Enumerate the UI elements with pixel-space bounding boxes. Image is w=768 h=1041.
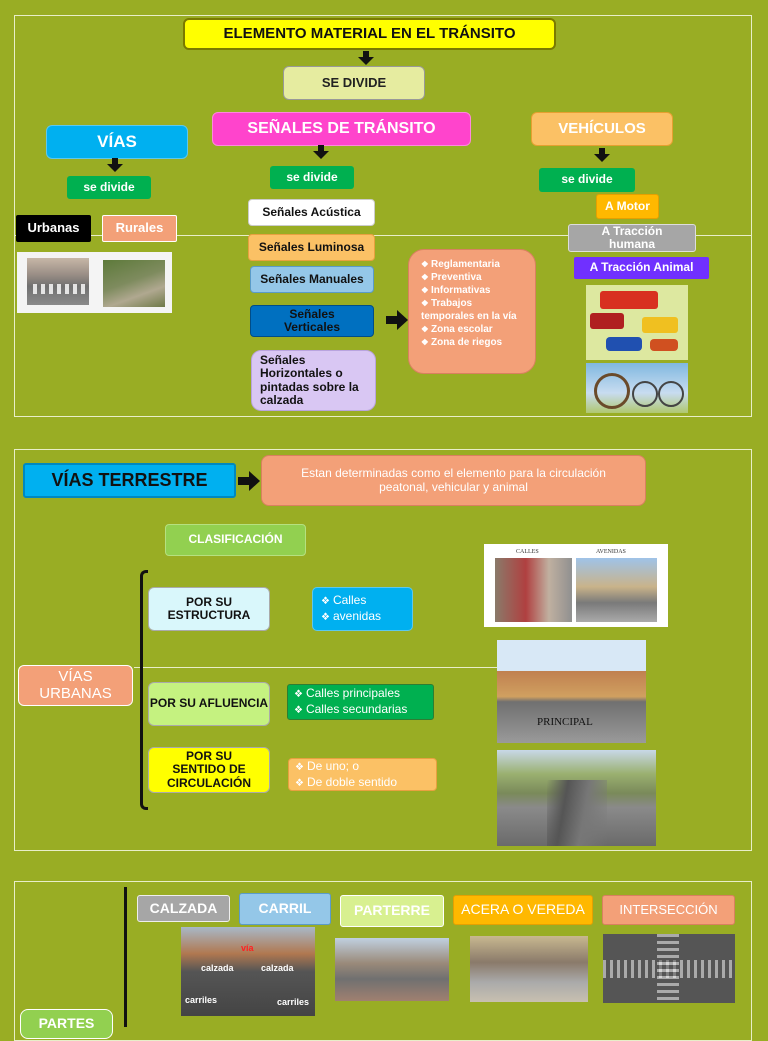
sentido-list: De uno; o De doble sentido [295, 759, 397, 791]
list-item: Informativas [421, 284, 527, 297]
vias-se-divide: se divide [67, 176, 151, 199]
a-traccion-animal-box: A Tracción Animal [574, 257, 709, 279]
definition-box: Estan determinadas como el elemento para… [261, 455, 646, 506]
senal-verticales-box: Señales Verticales [250, 305, 374, 337]
acera-photo [470, 936, 588, 1002]
list-item: De doble sentido [295, 775, 397, 791]
carril-box: CARRIL [239, 893, 331, 925]
clasificacion-box: CLASIFICACIÓN [165, 524, 306, 556]
por-afluencia-box: POR SU AFLUENCIA [148, 682, 270, 726]
vehiculos-se-divide: se divide [539, 168, 635, 192]
vias-terrestre-title: VÍAS TERRESTRE [23, 463, 236, 498]
acera-box: ACERA O VEREDA [453, 895, 593, 925]
a-motor-box: A Motor [596, 194, 659, 219]
partes-box: PARTES [20, 1009, 113, 1039]
interseccion-photo [603, 934, 735, 1003]
photo-label: PRINCIPAL [537, 716, 593, 728]
senal-luminosa-box: Señales Luminosa [248, 234, 375, 261]
senales-transito-box: SEÑALES DE TRÁNSITO [212, 112, 471, 146]
senal-manuales-box: Señales Manuales [250, 266, 374, 293]
vehiculos-box: VEHÍCULOS [531, 112, 673, 146]
list-item: Zona escolar [421, 323, 527, 336]
tipos-verticales-list: Reglamentaria Preventiva Informativas Tr… [421, 258, 527, 349]
classification-bracket [140, 570, 148, 810]
panel-elemento-material [14, 15, 752, 417]
list-item: Calles [321, 593, 381, 609]
highway-photo [497, 750, 656, 846]
traccion-photo [586, 363, 688, 413]
connector-line [14, 235, 752, 236]
afluencia-items-box: Calles principales Calles secundarias [287, 684, 434, 720]
calzada-photo: vía calzada calzada carriles carriles [181, 927, 315, 1016]
calzada-box: CALZADA [137, 895, 230, 922]
list-item: Trabajos temporales en la vía [421, 297, 527, 323]
sentido-items-box: De uno; o De doble sentido [288, 758, 437, 791]
list-item: Reglamentaria [421, 258, 527, 271]
estructura-items-box: Calles avenidas [312, 587, 413, 631]
senales-se-divide: se divide [270, 166, 354, 189]
photo-label: calzada [201, 963, 234, 973]
photo-label: carriles [185, 995, 218, 1005]
list-item: Preventiva [421, 271, 527, 284]
photo-label: vía [241, 943, 254, 953]
parterre-box: PARTERRE [340, 895, 444, 927]
panel-vias-terrestre [14, 449, 752, 851]
list-item: Calles secundarias [294, 702, 407, 718]
list-item: avenidas [321, 609, 381, 625]
vehiculos-photo [586, 285, 688, 360]
photo-label: carriles [277, 997, 310, 1007]
photo-label: AVENIDAS [596, 549, 626, 555]
rurales-box: Rurales [102, 215, 177, 242]
photo-label: CALLES [516, 549, 539, 555]
afluencia-list: Calles principales Calles secundarias [294, 686, 407, 717]
carril-photo [335, 938, 449, 1001]
senal-acustica-box: Señales Acústica [248, 199, 375, 226]
tipos-verticales-box: Reglamentaria Preventiva Informativas Tr… [408, 249, 536, 374]
list-item: Zona de riegos [421, 336, 527, 349]
calles-avenidas-photo: CALLES AVENIDAS [484, 544, 668, 627]
interseccion-box: INTERSECCIÓN [602, 895, 735, 925]
list-item: Calles principales [294, 686, 407, 702]
urbanas-box: Urbanas [16, 215, 91, 242]
senal-horizontales-box: Señales Horizontales o pintadas sobre la… [251, 350, 376, 411]
partes-bracket [124, 887, 127, 1027]
title-elemento-material: ELEMENTO MATERIAL EN EL TRÁNSITO [183, 18, 556, 50]
vias-urbanas-box: VÍAS URBANAS [18, 665, 133, 706]
principal-street-photo: PRINCIPAL [497, 640, 646, 743]
estructura-list: Calles avenidas [321, 593, 381, 624]
vias-photo [17, 252, 172, 313]
list-item: De uno; o [295, 759, 397, 775]
connector-line [134, 667, 498, 668]
por-estructura-box: POR SU ESTRUCTURA [148, 587, 270, 631]
se-divide-box: SE DIVIDE [283, 66, 425, 100]
a-traccion-humana-box: A Tracción humana [568, 224, 696, 252]
por-sentido-box: POR SU SENTIDO DE CIRCULACIÓN [148, 747, 270, 793]
vias-box: VÍAS [46, 125, 188, 159]
photo-label: calzada [261, 963, 294, 973]
